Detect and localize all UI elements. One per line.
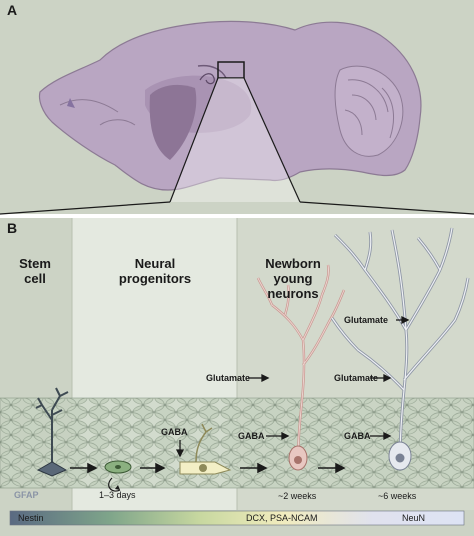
marker-neun-label: NeuN [402, 513, 426, 523]
progenitor-cell [104, 460, 132, 492]
gfap-label: GFAP [14, 490, 39, 500]
input-arrows [175, 315, 410, 458]
zoom-cone [170, 78, 300, 202]
gaba-mature-label: GABA [344, 431, 371, 441]
gaba-progenitor-label: GABA [161, 427, 188, 437]
glutamate-mature-high-label: Glutamate [344, 315, 389, 325]
lineage-arrows [70, 462, 346, 474]
marker-nestin-label: Nestin [18, 513, 44, 523]
brain-sagittal-section [0, 20, 474, 215]
time-2-weeks-label: ~2 weeks [278, 491, 317, 501]
gaba-young-label: GABA [238, 431, 265, 441]
immature-neuron [179, 423, 232, 475]
glutamate-mature-low-label: Glutamate [334, 373, 379, 383]
neural-progenitors-title: Neural progenitors [118, 256, 192, 286]
marker-gradient-bar [9, 510, 465, 526]
stem-cell-title: Stem cell [19, 256, 51, 286]
mature-neuron [330, 227, 470, 471]
panel-separator [0, 214, 474, 218]
stem-cell [35, 387, 69, 477]
panel-b-label: B [7, 220, 18, 236]
division-time-label: 1–3 days [99, 490, 136, 500]
glutamate-young-label: Glutamate [206, 373, 251, 383]
zoom-box [217, 61, 245, 79]
time-6-weeks-label: ~6 weeks [378, 491, 417, 501]
marker-dcx-label: DCX, PSA-NCAM [246, 513, 318, 523]
young-neuron [256, 264, 346, 471]
newborn-neurons-title: Newborn young neurons [265, 256, 321, 301]
panel-a-label: A [7, 2, 18, 18]
